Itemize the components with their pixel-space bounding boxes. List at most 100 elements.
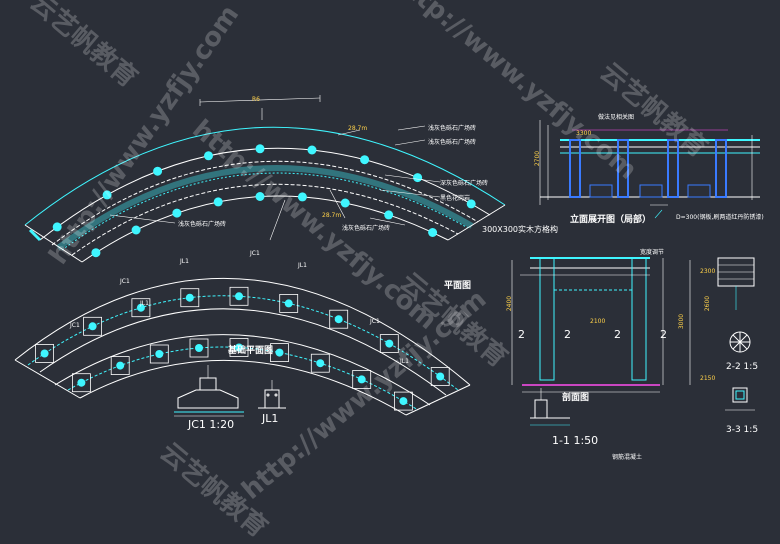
foundation-tag-1: JL1 — [180, 258, 189, 265]
detail-2-2 — [729, 331, 751, 353]
plan-column-dot — [52, 222, 62, 232]
dim-ch3: 2100 — [590, 318, 606, 325]
foundation-column-dot — [185, 293, 194, 302]
foundation-column-dot — [195, 344, 203, 352]
dim-ch2: 3300 — [576, 130, 592, 137]
dim-e2: 2300 — [700, 268, 716, 275]
foundation-tag-4: JC1 — [70, 322, 80, 329]
dim-e3: 2150 — [700, 375, 716, 382]
foundation-footing — [72, 373, 91, 393]
plan-column-dot — [413, 173, 423, 183]
plan-column-dot — [340, 198, 350, 208]
foundation-column-dot — [235, 292, 243, 301]
plan-arc-4 — [61, 172, 469, 251]
plan-arc-5 — [71, 183, 459, 256]
foundation-column-dot — [40, 349, 49, 358]
foundation-tag-0: JC1 — [120, 278, 130, 285]
detail-3-3-title: 3-3 1:5 — [726, 425, 759, 435]
dim-radius-3: 28.7m — [322, 212, 342, 219]
plan-note-0: 300X300实木方格构 — [482, 225, 559, 234]
elevation-view — [539, 120, 760, 219]
foundation-column-dot — [316, 359, 325, 368]
foundation-footing — [35, 344, 54, 363]
foundation-tag-7: JL1 — [400, 358, 409, 365]
foundation-footing — [229, 338, 249, 357]
plan-note-5: 黑色花岗岩 — [440, 195, 471, 202]
plan-column-dot — [297, 192, 307, 202]
foundation-column-dot — [436, 372, 445, 381]
plan-dimension-lines — [109, 95, 441, 241]
plan-column-dot — [91, 248, 101, 258]
elevation-note-top: 做法见相关图 — [598, 114, 635, 121]
dim-ch5: 3000 — [678, 313, 686, 330]
elevation-note-d300: D=300(钢板,刷两道红丹防锈漆) — [676, 214, 764, 221]
plan-column-dot — [131, 225, 141, 235]
elevation-title: 立面展开图（局部） — [570, 215, 652, 225]
foundation-column-dot — [116, 361, 125, 370]
foundation-footing — [180, 288, 200, 308]
foundation-tag-6: JC1 — [370, 318, 380, 325]
foundation-footing — [379, 334, 399, 354]
footing-squares — [35, 286, 450, 411]
detail-1-1 — [530, 388, 570, 426]
foundation-column-dot — [334, 315, 343, 324]
foundation-footing — [149, 344, 169, 364]
foundation-arc-4 — [54, 334, 431, 406]
section-mark-3: 2 — [660, 328, 667, 341]
dim-radius-2: 28.7m — [348, 125, 368, 132]
plan-column-dot — [255, 192, 265, 201]
plan-view-title: 平面图 — [444, 281, 472, 291]
foundation-inner-arc — [79, 359, 407, 416]
section-mark-0: 2 — [518, 328, 525, 341]
plan-column-dot — [466, 199, 476, 209]
foundation-column-dot — [399, 397, 408, 406]
cad-drawing-canvas — [14, 95, 760, 426]
foundation-column-dot — [155, 350, 164, 358]
foundation-plan-title: 基础平面图 — [228, 346, 274, 356]
foundation-arc-3 — [39, 308, 447, 396]
plan-column-dot — [360, 155, 370, 165]
foundation-tag-5: JL1 — [140, 300, 149, 307]
foundation-footing — [393, 391, 413, 411]
section-mark-2: 2 — [614, 328, 621, 341]
plan-note-4: 深灰色砾石广场砖 — [440, 180, 489, 187]
dim-e1: 2600 — [704, 295, 712, 312]
foundation-column-dot — [136, 303, 145, 312]
jc1-title: JC1 1:20 — [188, 418, 235, 431]
foundation-footing — [430, 367, 450, 386]
detail-2-2-title: 2-2 1:5 — [726, 362, 759, 372]
foundation-footing — [110, 356, 130, 376]
section-mark-1: 2 — [564, 328, 571, 341]
section-view — [511, 257, 755, 393]
plan-column-dot — [428, 228, 438, 237]
plan-column-dot — [255, 144, 265, 154]
foundation-column-dot — [385, 339, 394, 348]
jl1-detail — [258, 380, 286, 409]
plan-arc-3 — [51, 160, 479, 246]
foundation-tag-2: JC1 — [250, 250, 260, 257]
dim-ch4: 2400 — [506, 295, 514, 312]
plan-note-1: 浅灰色砾石广场砖 — [428, 125, 477, 132]
dim-ch1: 2700 — [534, 150, 542, 167]
foundation-footing — [83, 316, 102, 336]
foundation-footing — [189, 338, 209, 358]
foundation-column-dot — [235, 343, 243, 352]
foundation-column-dot — [284, 299, 293, 308]
foundation-footing — [131, 298, 151, 318]
plan-column-dot — [102, 190, 112, 200]
foundation-footing — [279, 293, 299, 313]
jc1-detail — [174, 365, 244, 417]
plan-column-dot — [153, 166, 163, 176]
foundation-footing — [229, 286, 249, 306]
detail-1-1-title: 1-1 1:50 — [552, 434, 599, 447]
plan-column-dot — [213, 197, 223, 207]
plan-hatch-band — [56, 165, 474, 251]
foundation-column-dot — [77, 378, 86, 387]
foundation-footing — [352, 369, 372, 389]
foundation-column-dot — [357, 375, 366, 384]
plan-note-2: 浅灰色砾石广场砖 — [428, 139, 477, 146]
foundation-column-dot — [88, 322, 97, 331]
foundation-footing — [270, 343, 289, 363]
plan-column-dot — [172, 208, 182, 218]
plan-note-3: 浅灰色砾石广场砖 — [178, 221, 227, 228]
